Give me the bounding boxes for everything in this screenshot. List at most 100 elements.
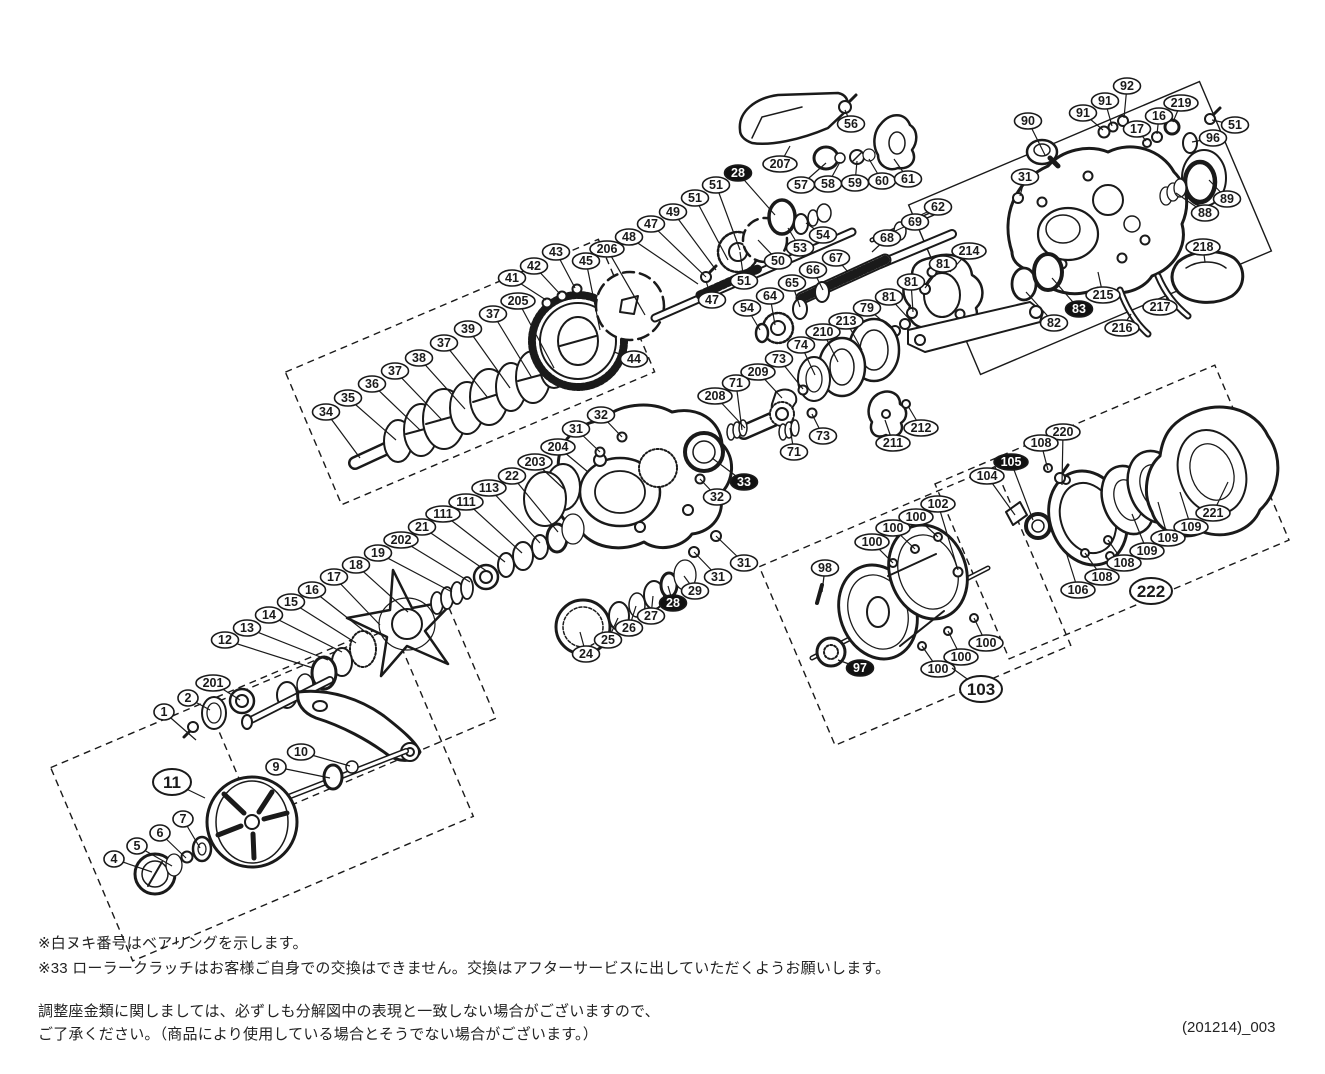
callout-37: 37 — [478, 305, 508, 323]
svg-text:4: 4 — [111, 852, 118, 866]
callout-54: 54 — [732, 299, 762, 317]
svg-text:69: 69 — [908, 215, 922, 229]
leader-line — [628, 236, 699, 285]
svg-text:220: 220 — [1053, 425, 1074, 439]
callout-4: 4 — [103, 850, 125, 868]
callout-45: 45 — [571, 252, 601, 270]
svg-text:32: 32 — [594, 408, 608, 422]
callout-108: 108 — [1023, 434, 1059, 452]
callout-109: 109 — [1129, 542, 1165, 560]
svg-text:31: 31 — [569, 422, 583, 436]
callout-214: 214 — [951, 242, 987, 260]
svg-text:111: 111 — [456, 495, 476, 509]
callout-71: 71 — [721, 374, 751, 392]
svg-text:83: 83 — [1072, 302, 1086, 316]
svg-text:109: 109 — [1181, 520, 1202, 534]
svg-text:204: 204 — [548, 440, 569, 454]
callout-28: 28 — [658, 594, 688, 612]
svg-text:109: 109 — [1158, 531, 1179, 545]
callout-33: 33 — [729, 473, 759, 491]
svg-text:56: 56 — [844, 117, 858, 131]
callout-26: 26 — [614, 619, 644, 637]
callout-81: 81 — [874, 288, 904, 306]
svg-text:210: 210 — [813, 325, 834, 339]
callout-51: 51 — [701, 176, 731, 194]
svg-text:39: 39 — [461, 322, 475, 336]
svg-text:37: 37 — [486, 307, 500, 321]
svg-text:221: 221 — [1203, 506, 1224, 520]
svg-text:33: 33 — [737, 475, 751, 489]
svg-text:71: 71 — [787, 445, 801, 459]
svg-text:100: 100 — [906, 510, 927, 524]
callout-100: 100 — [920, 660, 956, 678]
svg-text:7: 7 — [180, 812, 187, 826]
leader-line — [492, 313, 533, 379]
svg-text:113: 113 — [479, 481, 499, 495]
svg-text:41: 41 — [505, 271, 519, 285]
callout-212: 212 — [903, 419, 939, 437]
callout-38: 38 — [404, 349, 434, 367]
svg-text:19: 19 — [371, 546, 385, 560]
svg-text:5: 5 — [134, 839, 141, 853]
svg-text:58: 58 — [821, 177, 835, 191]
svg-text:109: 109 — [1137, 544, 1158, 558]
svg-text:48: 48 — [622, 230, 636, 244]
callout-16: 16 — [297, 581, 327, 599]
leader-line — [377, 552, 453, 593]
callout-111: 111 — [425, 505, 461, 523]
callout-73: 73 — [808, 427, 838, 445]
callout-41: 41 — [497, 269, 527, 287]
svg-text:26: 26 — [622, 621, 636, 635]
svg-text:1: 1 — [161, 705, 168, 719]
callout-57: 57 — [786, 176, 816, 194]
svg-text:82: 82 — [1047, 316, 1061, 330]
svg-text:66: 66 — [806, 263, 820, 277]
callout-58: 58 — [813, 175, 843, 193]
leader-line — [224, 639, 314, 669]
callout-100: 100 — [875, 519, 911, 537]
leader-line — [333, 576, 381, 626]
svg-text:10: 10 — [294, 745, 308, 759]
callout-100: 100 — [854, 533, 890, 551]
svg-text:214: 214 — [959, 244, 980, 258]
callout-221: 221 — [1195, 504, 1231, 522]
callout-91: 91 — [1068, 104, 1098, 122]
svg-text:51: 51 — [688, 191, 702, 205]
svg-text:207: 207 — [770, 157, 791, 171]
callout-96: 96 — [1198, 129, 1228, 147]
svg-text:31: 31 — [711, 570, 725, 584]
svg-text:213: 213 — [836, 314, 857, 328]
callout-97: 97 — [845, 659, 875, 677]
leader-line — [488, 487, 541, 544]
callout-201: 201 — [195, 674, 231, 692]
callout-56: 56 — [836, 115, 866, 133]
svg-text:100: 100 — [928, 662, 949, 676]
svg-text:60: 60 — [875, 174, 889, 188]
callout-211: 211 — [875, 434, 911, 452]
svg-text:17: 17 — [327, 570, 341, 584]
svg-text:106: 106 — [1068, 583, 1089, 597]
callout-219: 219 — [1163, 94, 1199, 112]
svg-text:38: 38 — [412, 351, 426, 365]
callout-18: 18 — [341, 556, 371, 574]
callout-103: 103 — [959, 675, 1003, 703]
svg-text:13: 13 — [240, 621, 254, 635]
callout-71: 71 — [779, 443, 809, 461]
callout-79: 79 — [852, 299, 882, 317]
callout-90: 90 — [1013, 112, 1043, 130]
leader-line — [371, 383, 421, 431]
callout-1: 1 — [153, 703, 175, 721]
callout-205: 205 — [500, 292, 536, 310]
callout-65: 65 — [777, 274, 807, 292]
callout-69: 69 — [900, 213, 930, 231]
callout-105: 105 — [993, 453, 1029, 471]
callout-108: 108 — [1084, 568, 1120, 586]
callout-59: 59 — [840, 174, 870, 192]
svg-text:211: 211 — [883, 436, 903, 450]
svg-text:100: 100 — [883, 521, 904, 535]
callout-2: 2 — [177, 689, 199, 707]
callout-67: 67 — [821, 249, 851, 267]
callout-220: 220 — [1045, 423, 1081, 441]
callout-213: 213 — [828, 312, 864, 330]
callout-111: 111 — [448, 493, 484, 511]
